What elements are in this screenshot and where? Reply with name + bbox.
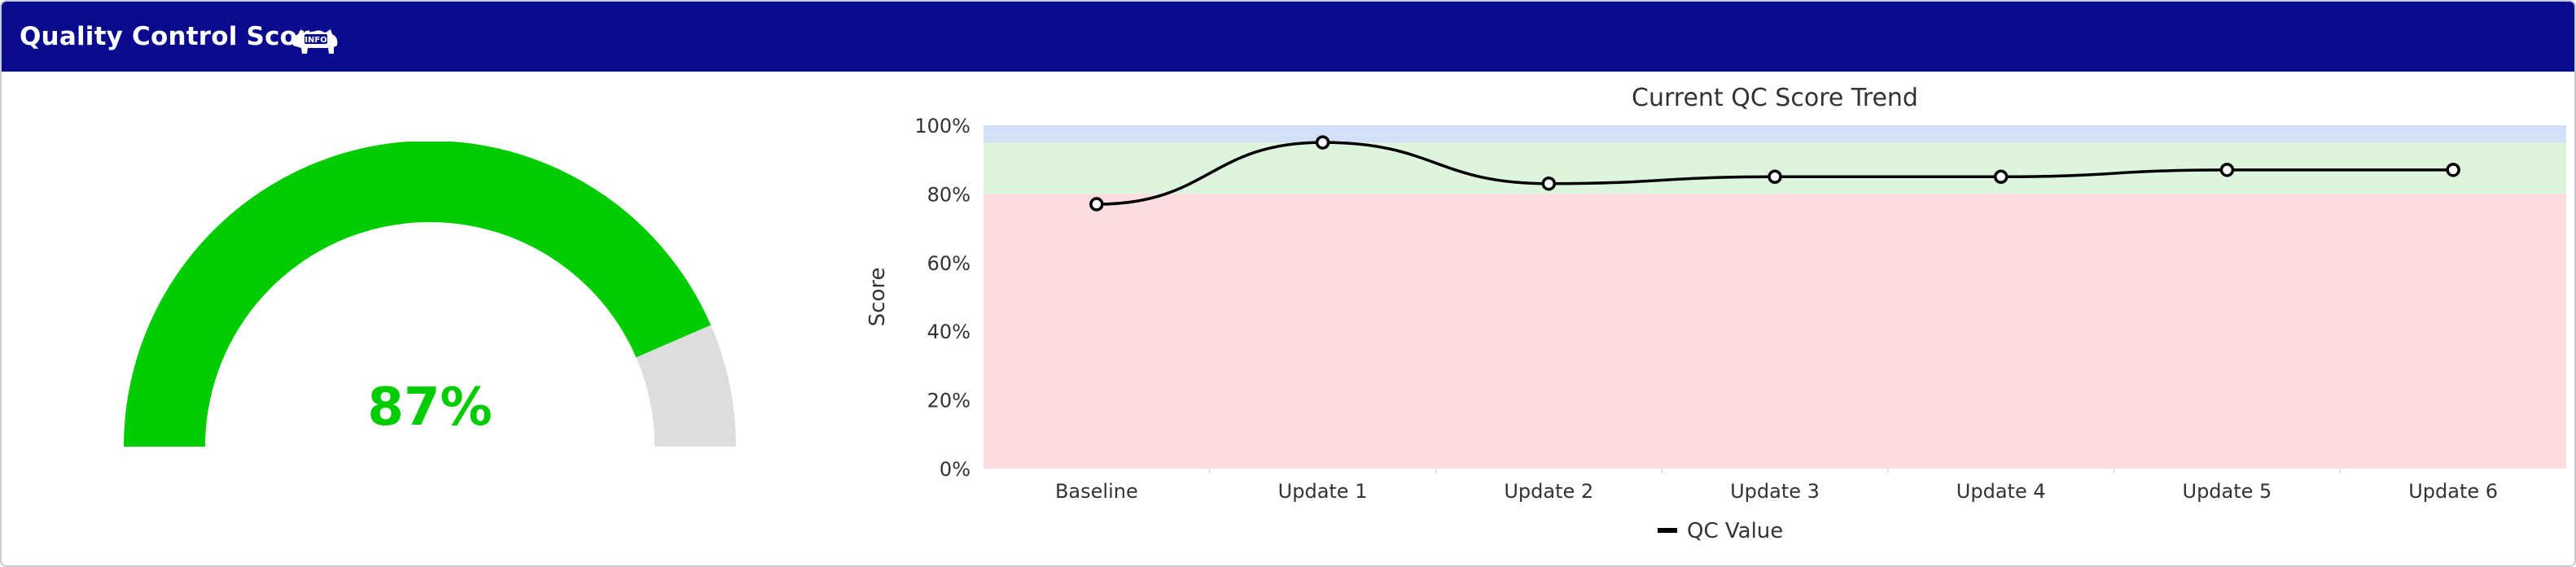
data-point	[2446, 163, 2460, 177]
y-tick-label: 20%	[927, 390, 970, 412]
data-point	[1541, 176, 1557, 191]
chart-title: Current QC Score Trend	[1632, 84, 1918, 112]
y-tick-label: 80%	[927, 183, 970, 206]
y-tick-label: 40%	[927, 321, 970, 343]
legend-label: QC Value	[1687, 519, 1783, 543]
gauge-track	[636, 325, 736, 447]
x-tick-label: Update 3	[1730, 480, 1820, 503]
y-axis-label: Score	[865, 268, 890, 327]
gauge-value-label: 87%	[367, 377, 492, 438]
qc-gauge: 87%	[124, 142, 736, 447]
score-band-0	[984, 194, 2566, 469]
score-band-2	[984, 125, 2566, 143]
data-point	[1089, 197, 1104, 212]
score-band-1	[984, 142, 2566, 194]
x-tick-label: Update 4	[1956, 480, 2046, 503]
data-point	[2219, 163, 2235, 177]
card-header: Quality Control Score INFO	[2, 2, 2574, 72]
data-point	[1768, 169, 1782, 185]
gauge-fill	[124, 142, 712, 447]
info-icon-label: INFO	[304, 36, 326, 45]
x-tick-label: Update 6	[2408, 480, 2498, 503]
card-title: Quality Control Score	[20, 22, 327, 51]
x-tick-label: Update 1	[1278, 480, 1368, 503]
rhino-info-icon[interactable]: INFO	[290, 23, 340, 55]
y-tick-label: 100%	[914, 115, 970, 137]
x-tick-label: Update 5	[2183, 480, 2272, 503]
data-point	[1315, 135, 1330, 150]
y-tick-label: 60%	[927, 252, 970, 275]
x-tick-label: Update 2	[1504, 480, 1593, 503]
data-point	[1993, 169, 2009, 185]
x-tick-label: Baseline	[1055, 480, 1138, 503]
y-tick-label: 0%	[940, 458, 970, 481]
